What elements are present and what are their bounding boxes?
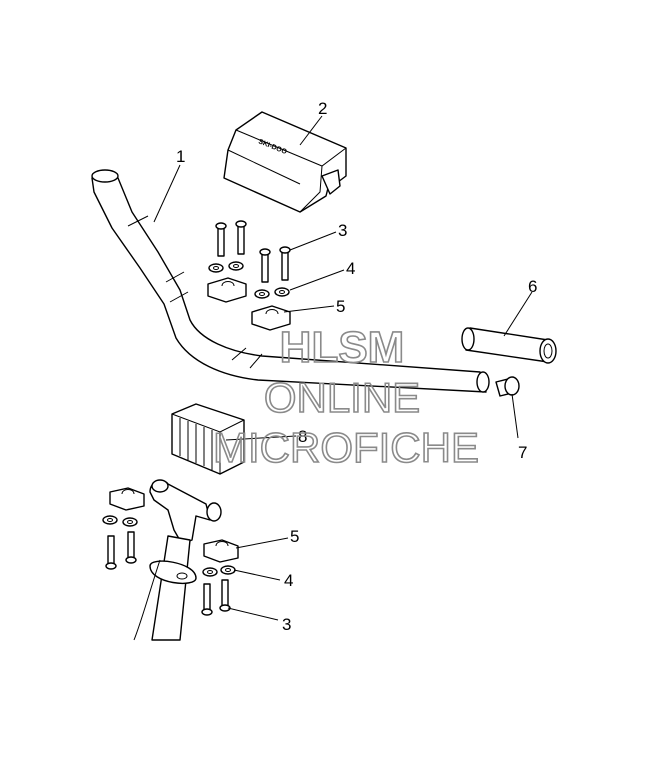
callout-5-lower: 5 xyxy=(290,527,299,546)
watermark-line-1: HLSM xyxy=(280,323,405,372)
riser-block xyxy=(171,403,245,475)
callout-3-upper: 3 xyxy=(338,221,347,240)
callout-labels: 1 2 3 4 5 6 7 8 5 4 3 xyxy=(176,99,537,634)
end-plug xyxy=(495,376,520,397)
upper-washers xyxy=(208,261,290,299)
callout-4-lower: 4 xyxy=(284,571,293,590)
callout-2: 2 xyxy=(318,99,327,118)
callout-8: 8 xyxy=(298,427,307,446)
lower-bolts xyxy=(105,531,231,616)
callout-7: 7 xyxy=(518,443,527,462)
lower-clamps xyxy=(109,487,239,563)
watermark-line-2: ONLINE xyxy=(264,374,420,421)
handlebar-pad: SKI-DOO xyxy=(223,111,347,213)
grip xyxy=(461,327,557,364)
callout-5-upper: 5 xyxy=(336,297,345,316)
callout-1: 1 xyxy=(176,147,185,166)
callout-6: 6 xyxy=(528,277,537,296)
upper-clamps xyxy=(207,277,291,331)
callout-3-lower: 3 xyxy=(282,615,291,634)
watermark-line-3: MICROFICHE xyxy=(213,424,479,471)
upper-bolts xyxy=(215,220,291,283)
handlebar xyxy=(91,169,490,393)
leader-lines xyxy=(153,115,533,621)
callout-4-upper: 4 xyxy=(346,259,355,278)
lower-washers xyxy=(102,515,236,577)
steering-column xyxy=(133,479,222,641)
watermark: HLSM ONLINE MICROFICHE xyxy=(212,322,480,472)
